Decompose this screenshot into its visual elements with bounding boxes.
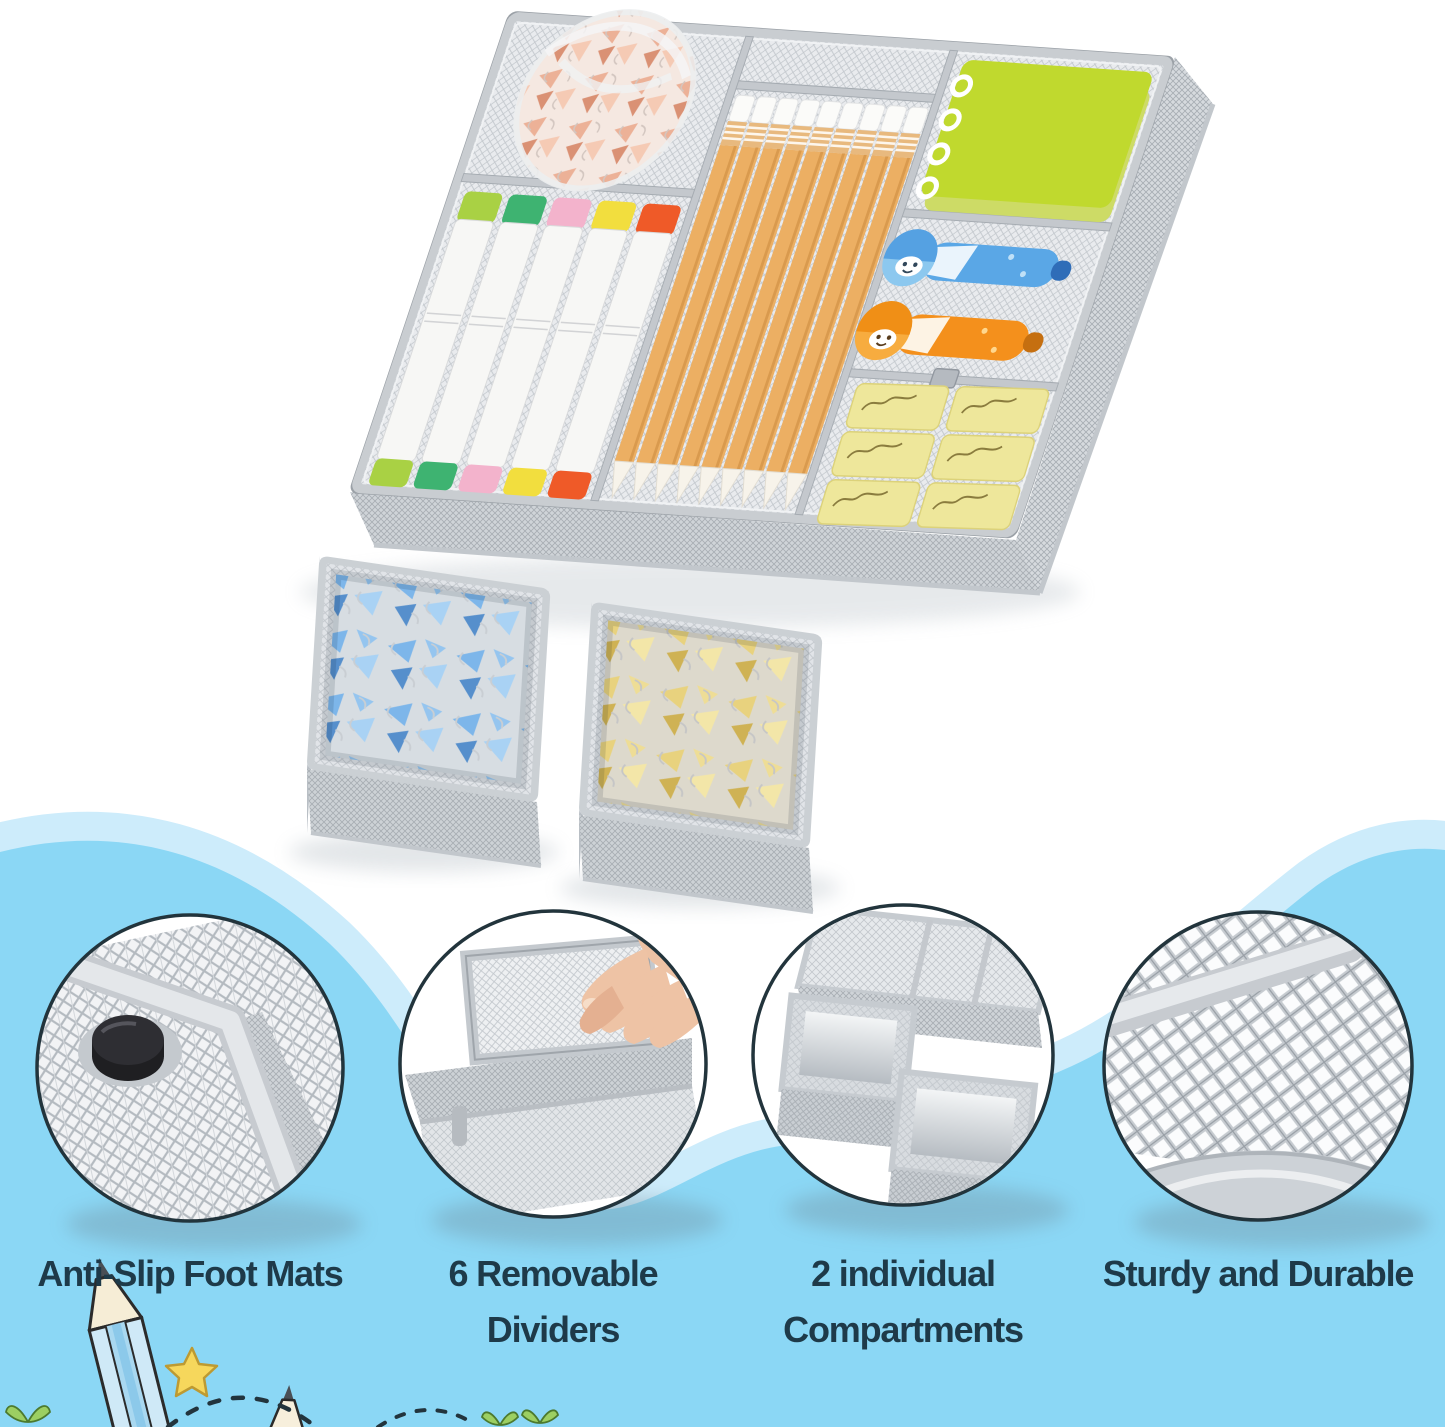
rose-gold-clips-case	[513, 9, 697, 192]
feature-label-sturdy: Sturdy and Durable	[1048, 1246, 1445, 1302]
blue-character-pen	[882, 229, 1072, 288]
spiral-rings	[915, 74, 974, 200]
pencil	[784, 106, 929, 512]
sprout-doodles	[5, 1405, 559, 1426]
main-tray	[350, 9, 1175, 539]
doodles	[5, 1258, 559, 1427]
orange-character-pen	[854, 301, 1044, 361]
gold-binder-clips	[597, 620, 804, 830]
pencil	[654, 97, 799, 503]
feature-label-dividers: 6 Removable Dividers	[413, 1246, 693, 1358]
pencil	[676, 99, 821, 504]
feature-label-text: Sturdy and Durable	[1102, 1253, 1415, 1294]
anti-slip-foot-pad	[92, 1015, 164, 1081]
spiral-notebook	[915, 60, 1152, 223]
blue-binder-clips	[325, 574, 532, 784]
feature-label-text: 6 Removable Dividers	[448, 1253, 659, 1350]
feature-label-text: Anti-Slip Foot Mats	[37, 1253, 343, 1294]
product-photo	[289, 9, 1216, 914]
pencil	[633, 96, 777, 502]
erasers	[817, 382, 1050, 531]
feature-label-text: 2 individual Compartments	[783, 1253, 1024, 1350]
small-pencil-doodle	[266, 1385, 307, 1427]
wave-fill	[0, 840, 1445, 1427]
pencil	[698, 100, 842, 506]
markers	[369, 191, 681, 500]
cartoon-pens	[854, 229, 1072, 361]
feature-circle-compartments	[751, 903, 1055, 1207]
marker	[413, 194, 547, 491]
case-handle	[558, 58, 673, 94]
pencil	[763, 105, 907, 510]
feature-circle-sturdy	[1102, 910, 1414, 1222]
tray-walls	[350, 57, 1216, 596]
pencil	[741, 103, 886, 509]
empty-basket	[776, 992, 918, 1148]
eraser-script	[832, 394, 1017, 510]
small-basket-blue-clips	[307, 556, 551, 868]
thumb	[579, 986, 624, 1034]
dashed-arc	[376, 1408, 478, 1427]
star-doodle	[164, 1346, 219, 1398]
big-pencil-doodle	[87, 1258, 195, 1427]
mesh-weave	[1104, 912, 1412, 1193]
small-basket-gold-clips	[579, 602, 823, 914]
marker	[369, 191, 503, 488]
dashed-arc	[165, 1395, 315, 1427]
feature-circle-dividers	[398, 909, 708, 1219]
pencil	[719, 102, 864, 507]
pencils	[611, 94, 929, 512]
feature-label-anti-slip: Anti-Slip Foot Mats	[0, 1246, 400, 1302]
feature-label-compartments: 2 individual Compartments	[763, 1246, 1043, 1358]
marker	[547, 203, 681, 500]
pencil	[611, 94, 756, 500]
marker	[503, 200, 637, 497]
divider-slot-tab	[452, 1106, 467, 1146]
marker	[458, 197, 592, 494]
